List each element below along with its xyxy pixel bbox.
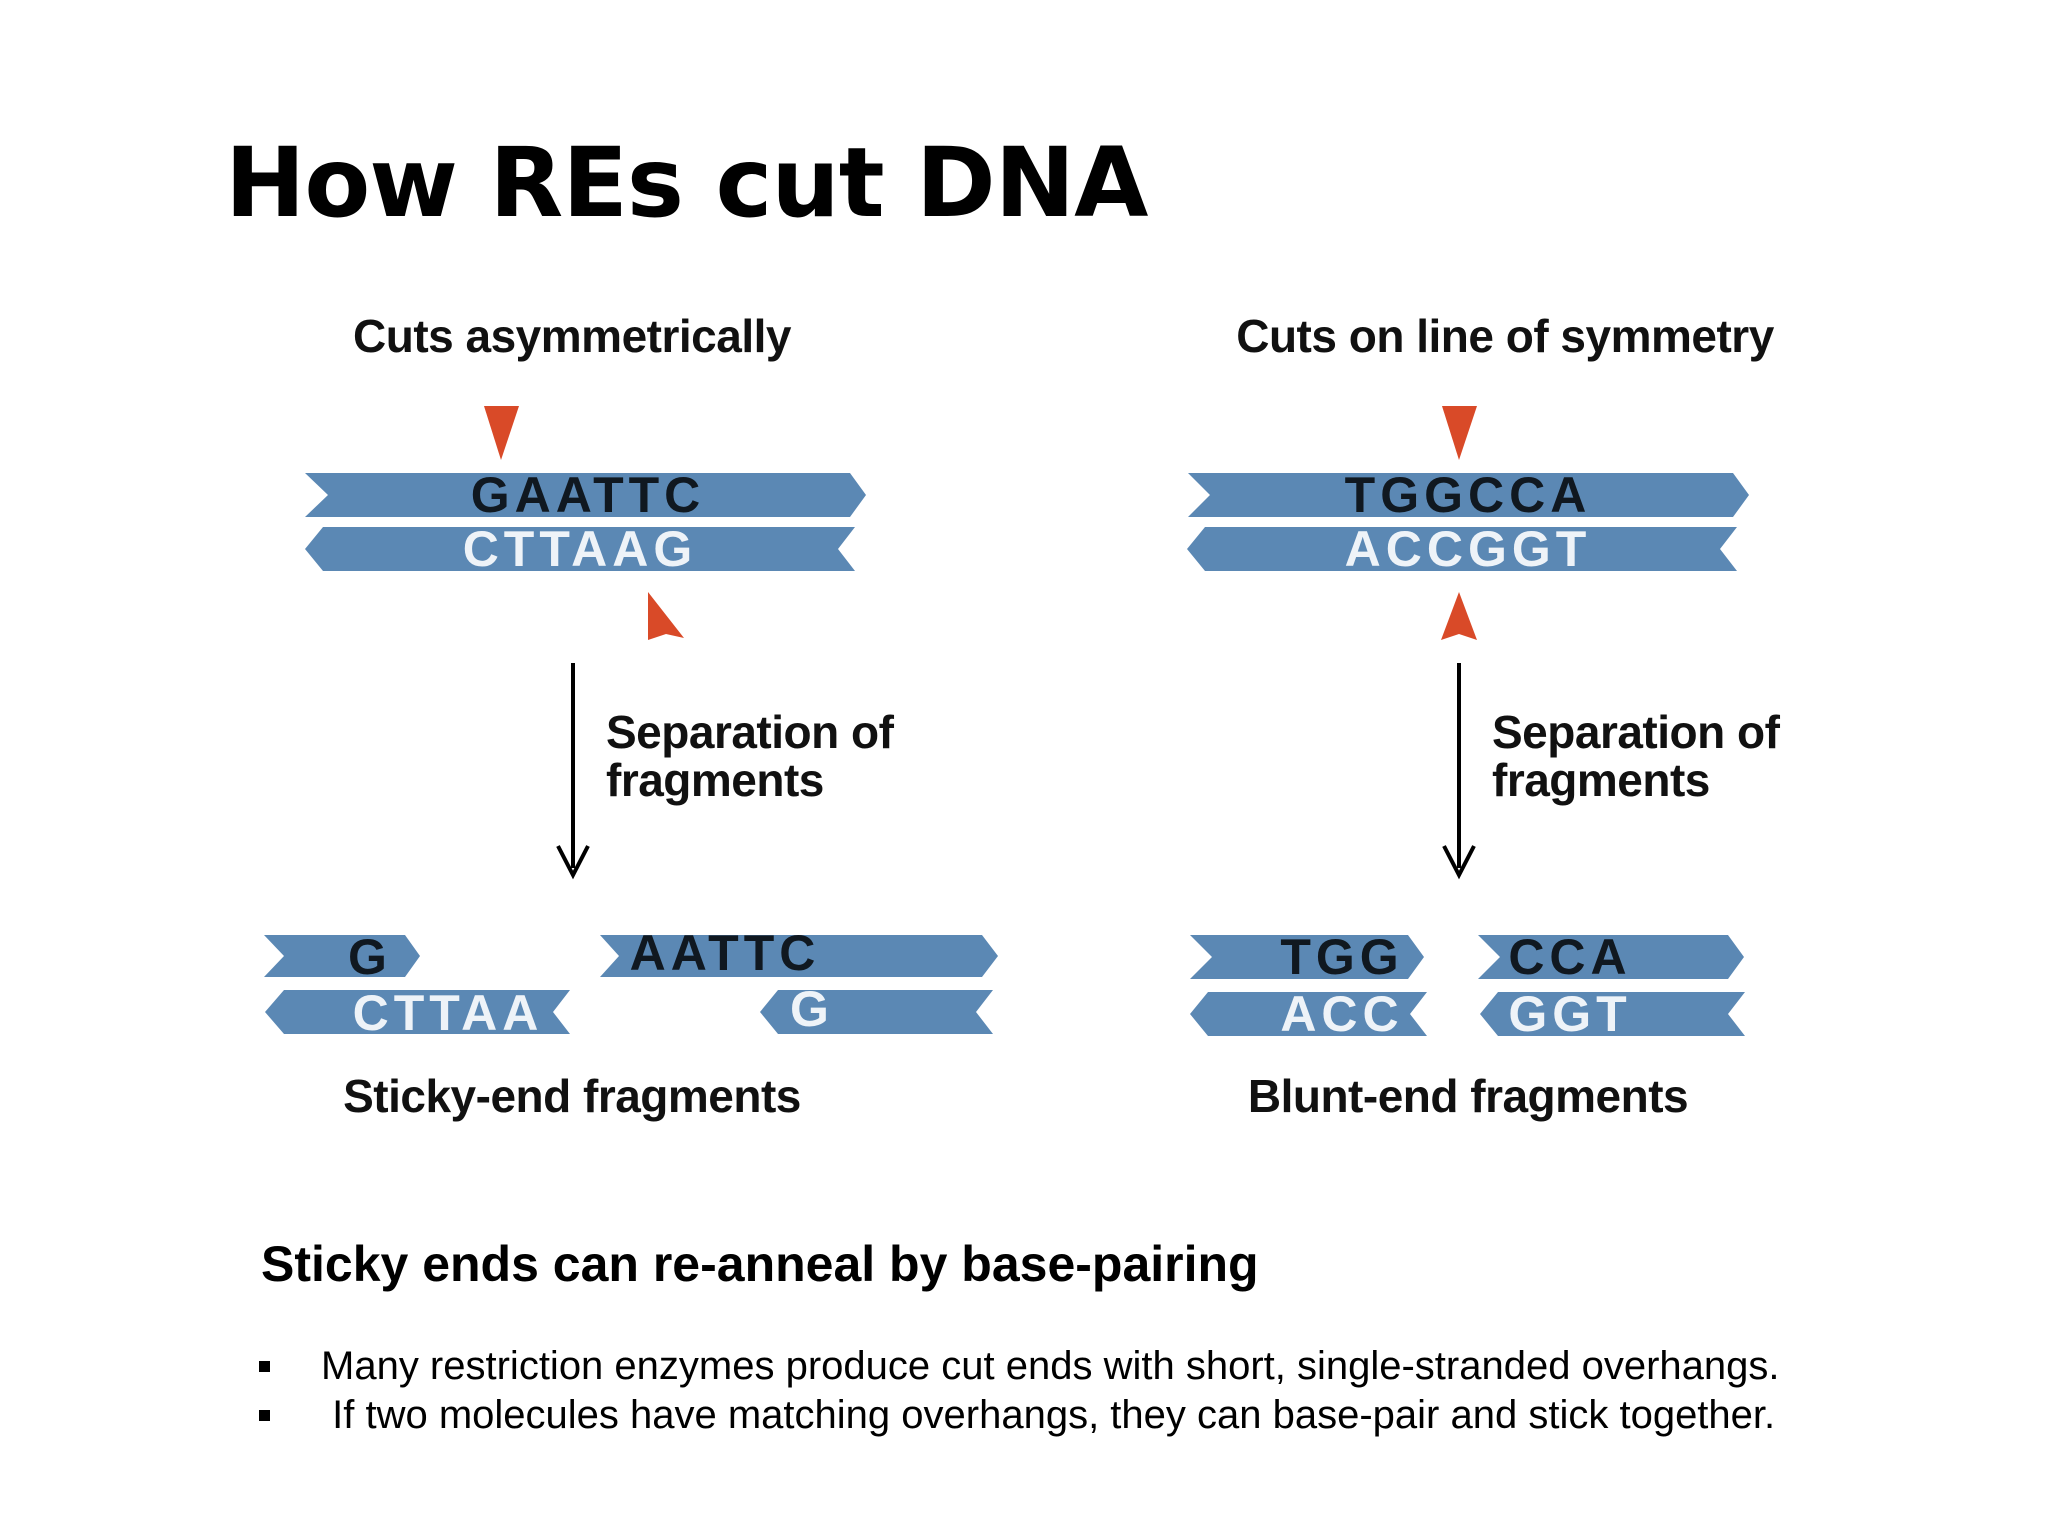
sticky-fragment-left-top-label: G: [348, 929, 392, 985]
bullet-item: If two molecules have matching overhangs…: [255, 1391, 1780, 1440]
sticky-fragment-right-bottom-label: G: [790, 981, 834, 1037]
blunt-fragment-left-top-label: TGG: [1280, 929, 1403, 985]
sticky-fragment-left-bottom: [265, 990, 570, 1034]
left-step-label-line2: fragments: [606, 754, 824, 806]
right-step-label-line1: Separation of: [1492, 706, 1781, 758]
right-arrowhead-icon: [1442, 845, 1476, 880]
slide-title: How REs cut DNA: [225, 127, 1148, 239]
blunt-fragment-left-top: [1190, 935, 1424, 979]
left-arrowhead-icon: [556, 845, 590, 880]
blunt-fragment-right-top: [1478, 935, 1744, 979]
right-step-label-line2: fragments: [1492, 754, 1710, 806]
left-caption-top: Cuts asymmetrically: [353, 310, 792, 362]
cut-marker-bottom-icon: [648, 592, 684, 640]
left-step-label-line1: Separation of: [606, 706, 895, 758]
sticky-fragment-right-bottom: [760, 990, 993, 1034]
right-panel: Cuts on line of symmetry TGGCCA ACCGGT S…: [1187, 310, 1781, 1122]
sticky-fragment-left-top: [264, 935, 420, 977]
right-bottom-strand-label: ACCGGT: [1345, 521, 1592, 577]
blunt-fragment-right-top-label: CCA: [1508, 929, 1631, 985]
square-bullet-icon: [259, 1410, 270, 1421]
bullet-text: If two molecules have matching overhangs…: [321, 1393, 1776, 1437]
sticky-fragment-right-top: [600, 935, 998, 977]
bullet-text: Many restriction enzymes produce cut end…: [321, 1344, 1780, 1388]
square-bullet-icon: [259, 1361, 270, 1372]
blunt-fragment-left-bottom-label: ACC: [1280, 986, 1403, 1042]
right-caption-bottom: Blunt-end fragments: [1248, 1070, 1688, 1122]
re-cut-diagram: Cuts asymmetrically GAATTC CTTAAG Separa…: [264, 310, 1781, 1122]
left-bottom-strand: [305, 527, 855, 571]
blunt-fragment-right-bottom-label: GGT: [1508, 986, 1631, 1042]
left-caption-bottom: Sticky-end fragments: [343, 1070, 801, 1122]
bullet-list: Many restriction enzymes produce cut end…: [255, 1342, 1780, 1440]
blunt-fragment-left-bottom: [1190, 992, 1427, 1036]
left-top-strand: [305, 473, 866, 517]
right-bottom-strand: [1187, 527, 1737, 571]
right-caption-top: Cuts on line of symmetry: [1236, 310, 1774, 362]
sticky-ends-subheading: Sticky ends can re-anneal by base-pairin…: [261, 1236, 1259, 1292]
left-panel: Cuts asymmetrically GAATTC CTTAAG Separa…: [264, 310, 998, 1122]
left-top-strand-label: GAATTC: [471, 467, 706, 523]
blunt-fragment-right-bottom: [1480, 992, 1745, 1036]
left-bottom-strand-label: CTTAAG: [463, 521, 698, 577]
cut-marker-top-icon: [484, 406, 519, 460]
right-top-strand-label: TGGCCA: [1345, 467, 1592, 523]
cut-marker-top-icon: [1442, 406, 1477, 460]
bullet-item: Many restriction enzymes produce cut end…: [255, 1342, 1780, 1391]
sticky-fragment-right-top-label: AATTC: [630, 925, 821, 981]
right-top-strand: [1188, 473, 1749, 517]
cut-marker-bottom-icon: [1441, 592, 1477, 640]
sticky-fragment-left-bottom-label: CTTAA: [353, 985, 544, 1041]
